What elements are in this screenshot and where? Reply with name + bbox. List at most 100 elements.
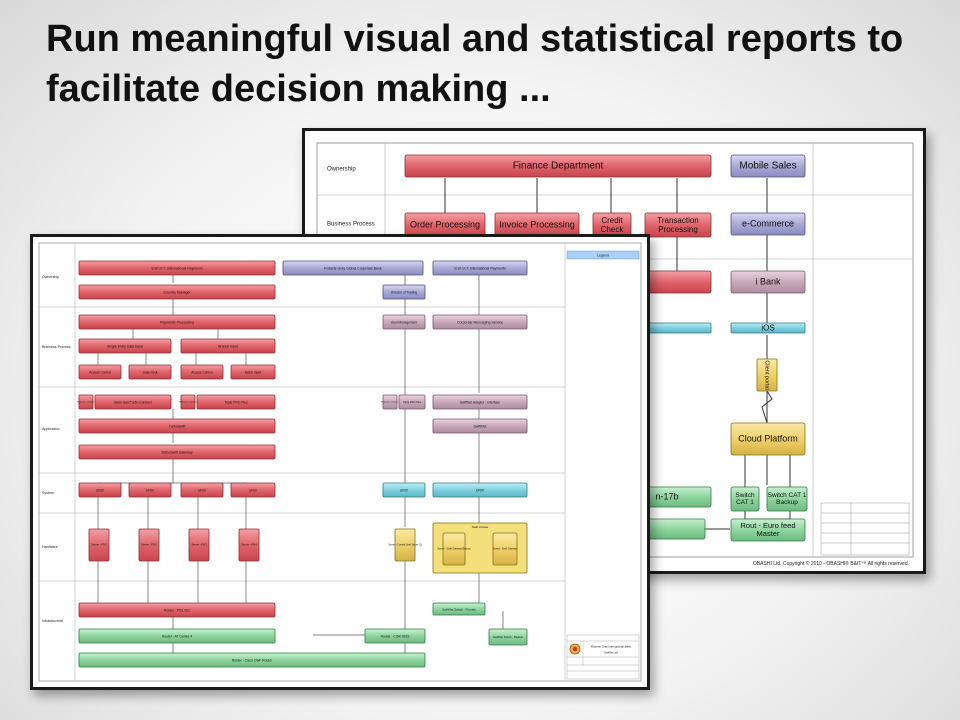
front-triple-pro-2 <box>398 394 426 410</box>
front-bp-small-1-label: Access Control <box>89 370 111 374</box>
front-turboswift-label: TurboSwift <box>169 424 186 428</box>
front-owner-swift-left-label: S.W.I.F.T. International Payments <box>151 266 203 270</box>
back-ecommerce-label: e-Commerce <box>742 218 794 228</box>
back-diagram-svg: Ownership Business Process Finan <box>316 142 914 567</box>
back-mobile-sales-label: Mobile Sales <box>739 161 796 172</box>
back-client-portal <box>756 358 778 392</box>
front-lane-system: System <box>42 491 54 495</box>
front-bp-small-2-label: Data Input <box>143 370 158 374</box>
front-bp-small-4 <box>230 364 276 380</box>
back-transaction-processing <box>644 212 712 238</box>
back-finance-department <box>404 154 712 178</box>
front-titleblock-company: Roberts Gray International Bank <box>591 645 632 649</box>
back-credit-check-label: Credit Check <box>600 216 624 234</box>
front-deal-management-label: Deal Management <box>391 320 417 324</box>
back-ios-label: iOS <box>761 324 774 333</box>
front-system-3-label: UNIX <box>198 488 207 492</box>
front-corporate-messaging <box>432 314 528 330</box>
front-app-releaser-3-label: Releaser Checker <box>381 401 399 404</box>
front-owner-roberts-label: Roberts Gray Global Corporate Bank <box>324 266 382 270</box>
front-turboswift-gateway-label: TurboSwift Gateway <box>161 450 193 454</box>
back-finance-label: Finance Department <box>513 161 604 172</box>
front-server-central-label: Server - Central Deal Server 01 <box>388 544 422 547</box>
front-server-2 <box>138 528 160 562</box>
front-server-2-label: Server - P5/2 <box>141 543 157 547</box>
front-router-cisco-label: Router - CISK 8015 <box>381 634 410 638</box>
front-bp-small-4-label: Batch Input <box>245 370 261 374</box>
front-router-att <box>78 628 276 644</box>
front-system-6-label: UNIX <box>476 488 485 492</box>
front-lane-infrastructure: Infrastructure <box>42 619 63 623</box>
front-router-att-label: Router - AT Centre 4 <box>162 634 192 638</box>
front-router-cisco-cwf <box>78 652 426 668</box>
front-server-1 <box>88 528 110 562</box>
front-single-entry <box>78 338 172 354</box>
front-lane-hardware: Hardware <box>42 545 58 549</box>
back-cloud-platform <box>730 422 806 456</box>
front-country-manager-label: Country Manager <box>163 290 191 294</box>
front-branch-input <box>180 338 276 354</box>
back-invoice-processing-label: Invoice Processing <box>499 219 575 229</box>
front-system-2 <box>128 482 172 498</box>
front-bp-small-3-label: Access Control <box>191 370 213 374</box>
front-system-5-label: UNIX <box>400 488 409 492</box>
front-server-4-label: Server - P5/4 <box>241 543 257 547</box>
front-owner-swift-right-label: S.W.I.F.T. International Payments <box>454 266 506 270</box>
front-titleblock-sub: SwiftNet Link <box>604 652 619 655</box>
front-system-4-label: UNIX <box>249 488 258 492</box>
front-app-releaser-1 <box>78 394 94 410</box>
front-triple-pro <box>196 394 276 410</box>
back-title-block <box>820 502 910 556</box>
front-legend-label: Legend <box>597 253 609 257</box>
front-bank-connect-label: Bank Gen/Turbo Connect <box>114 400 151 404</box>
front-swiftnet-switch-backup-label: SwiftNet Switch - Backup <box>493 635 524 639</box>
back-n17b-label: n-17b <box>655 491 678 501</box>
back-ios <box>730 322 806 334</box>
back-lane-business-process: Business Process <box>327 222 375 228</box>
front-triple-pro-label: Triple PRO Plus <box>224 400 248 404</box>
slide-title: Run meaningful visual and statistical re… <box>46 18 904 110</box>
back-switch-cat1-backup <box>766 486 808 512</box>
front-system-6 <box>432 482 528 498</box>
front-swiftnet <box>432 418 528 434</box>
back-ibank <box>730 270 806 294</box>
front-lane-ownership: Ownership <box>42 275 59 279</box>
back-ibank-label: i Bank <box>755 276 781 286</box>
back-system-teal-1 <box>644 322 712 334</box>
front-country-manager <box>78 284 276 300</box>
front-system-3 <box>180 482 224 498</box>
front-single-entry-label: Single Entry Data Input <box>107 344 143 348</box>
front-lane-business-process: Business Process <box>42 345 71 349</box>
back-order-processing-label: Order Processing <box>410 219 480 229</box>
back-switch-cat1-backup-label: Switch CAT 1 Backup <box>767 491 807 507</box>
front-triple-pro-2-label: Triple PRO Plus <box>403 400 422 404</box>
front-swift-cluster-label: Swift Cluster <box>472 525 489 529</box>
front-app-releaser-2-label: Releaser Checker <box>179 401 197 404</box>
front-router-p-label: Router - P5/1 001 <box>164 608 190 612</box>
front-owner-swift-right <box>432 260 528 276</box>
back-client-portal-label: Client portal <box>764 360 770 389</box>
front-server-swift-backup-label: Server - Swift Gateway Backup <box>437 548 471 551</box>
front-turboswift-gateway <box>78 444 276 460</box>
front-payments-processing-label: Payments Processing <box>160 320 194 324</box>
front-app-releaser-3 <box>382 394 398 410</box>
front-router-cisco-cwf-label: Router - Cisco CWF Router <box>232 658 273 662</box>
front-bp-small-3 <box>180 364 224 380</box>
back-mobile-sales <box>730 154 806 178</box>
front-system-1-label: UNIX <box>96 488 105 492</box>
back-ecommerce <box>730 212 806 236</box>
back-bottom-green <box>644 518 706 540</box>
back-transaction-processing-label: Transaction Processing <box>657 216 699 234</box>
front-router-p <box>78 602 276 618</box>
front-bp-small-2 <box>128 364 172 380</box>
front-router-cisco <box>364 628 426 644</box>
back-app-red <box>644 270 712 294</box>
front-server-swift-backup <box>442 532 466 566</box>
front-turboswift <box>78 418 276 434</box>
back-rout-euro <box>730 518 806 542</box>
front-server-central <box>394 528 416 562</box>
front-bank-connect <box>94 394 172 410</box>
front-server-swift-gateway-label: Server - Swift Gateway <box>493 548 518 551</box>
front-title-block <box>566 634 640 680</box>
front-server-4 <box>238 528 260 562</box>
